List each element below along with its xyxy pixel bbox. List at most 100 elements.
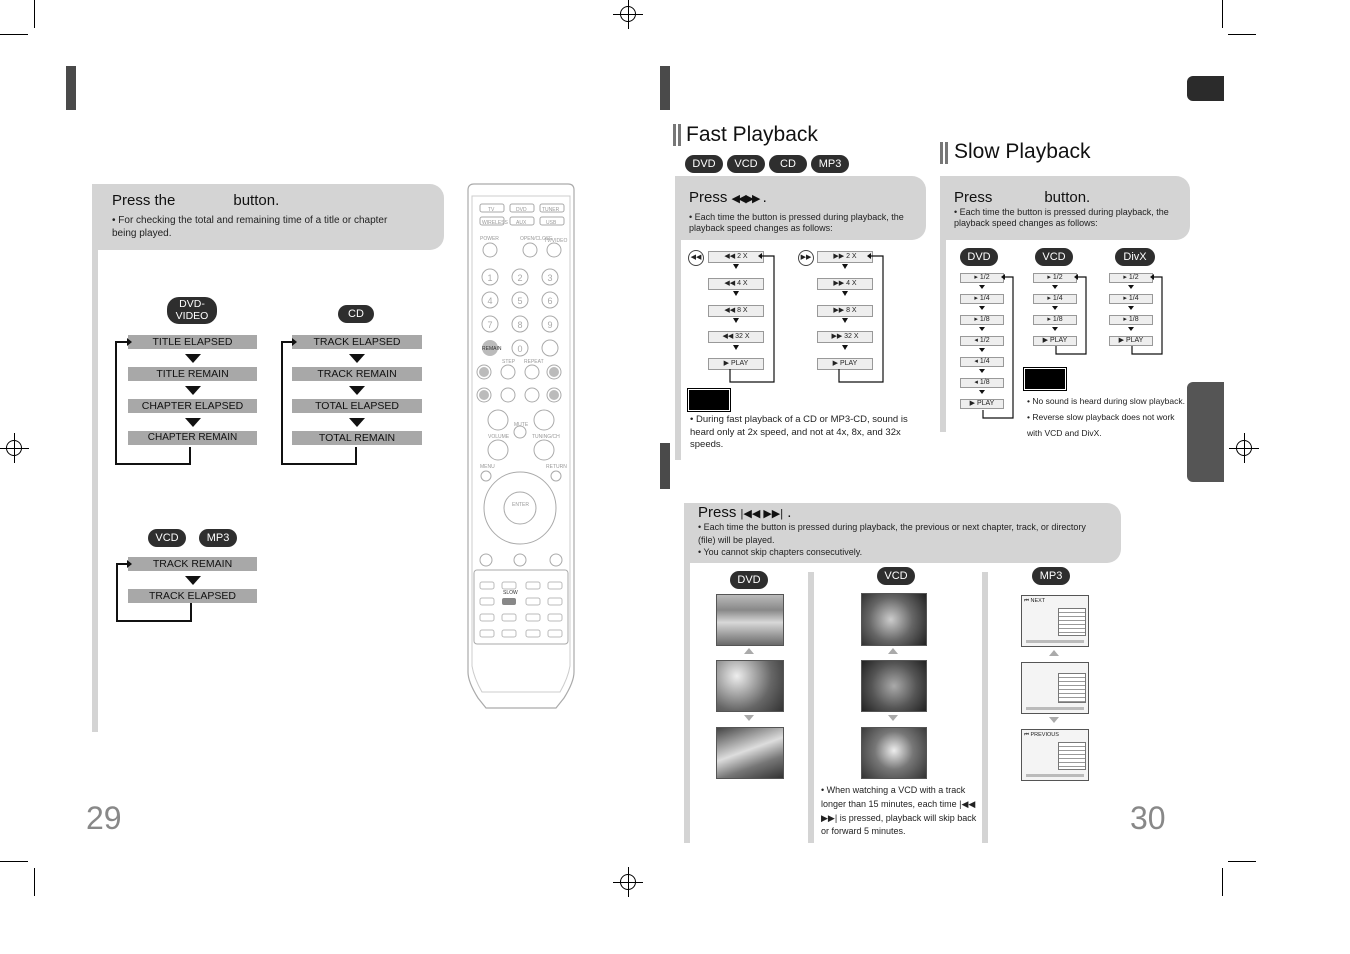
skip-icon: |◀◀ ▶▶| <box>740 508 784 520</box>
down-arrow-icon <box>1049 717 1059 723</box>
remote-label: TV/VIDEO <box>544 238 567 244</box>
remote-label: REMAIN <box>482 346 502 352</box>
speed-step: ◂ 1/4 <box>960 357 1004 367</box>
remote-btn-label: USB <box>546 220 557 226</box>
down-arrow-icon <box>349 354 365 363</box>
slow-playback-title: Slow Playback <box>954 140 1091 163</box>
remote-label: OPEN/CLOSE <box>520 236 553 242</box>
loop-line <box>838 253 884 383</box>
crop-mark <box>1222 0 1223 28</box>
panel-side-bar <box>684 563 690 843</box>
down-arrow-icon <box>744 715 754 721</box>
remote-btn-label: WIRELESS <box>482 220 509 226</box>
down-arrow-icon <box>349 386 365 395</box>
up-arrow-icon <box>888 648 898 654</box>
registration-mark <box>1229 433 1259 463</box>
section-header-bar <box>660 443 670 489</box>
slow-note: • No sound is heard during slow playback… <box>1027 396 1185 438</box>
svg-text:6: 6 <box>547 296 552 306</box>
column-divider <box>982 572 988 843</box>
speed-step: ◂ 1/2 <box>960 336 1004 346</box>
title-marker <box>945 142 948 164</box>
chapter-tab <box>1187 76 1224 101</box>
vcd-badge: VCD <box>727 155 765 173</box>
mp3-badge: MP3 <box>1032 567 1070 585</box>
press-instruction: Press |◀◀ ▶▶| . <box>698 504 792 521</box>
down-arrow-icon <box>185 386 201 395</box>
cd-badge: CD <box>769 155 807 173</box>
skip-icon: |◀◀ ▶▶| <box>821 798 976 823</box>
remote-label: MENU <box>480 464 495 470</box>
vcd-screen-thumbnail <box>861 727 927 779</box>
fast-playback-title: Fast Playback <box>686 123 818 146</box>
mp3-screen-thumbnail: ⏮ NEXT <box>1021 595 1089 647</box>
instruction-panel <box>92 184 444 250</box>
remote-btn-label: AUX <box>516 220 527 226</box>
fast-instruction-panel <box>675 176 926 240</box>
up-arrow-icon <box>1049 650 1059 656</box>
remote-btn-label: DVD <box>516 207 527 213</box>
crop-mark <box>34 0 35 28</box>
remote-btn-label: TUNER <box>542 207 560 213</box>
flow-step: TOTAL ELAPSED <box>292 399 422 413</box>
speed-step: ▶▶ 8 X <box>817 305 873 317</box>
crop-mark <box>1228 34 1256 35</box>
note-marker <box>687 388 731 412</box>
speed-step: ▶ PLAY <box>1033 336 1077 346</box>
speed-step: ▶▶ 2 X <box>817 251 873 263</box>
rewind-icon: ◀◀ <box>688 250 704 266</box>
remote-label: VOLUME <box>488 434 510 440</box>
fast-forward-icon: ▶▶ <box>798 250 814 266</box>
speed-step: ◀◀ 8 X <box>708 305 764 317</box>
vcd-note: • When watching a VCD with a track longe… <box>821 785 977 837</box>
flow-step: CHAPTER ELAPSED <box>128 399 257 413</box>
svg-text:1: 1 <box>487 273 492 283</box>
panel-side-bar <box>675 240 681 460</box>
mp3-screen-thumbnail: ⏮ PREVIOUS <box>1021 729 1089 781</box>
mp3-screen-thumbnail <box>1021 662 1089 714</box>
down-arrow-icon <box>349 418 365 427</box>
svg-text:7: 7 <box>487 320 492 330</box>
remote-label: SLOW <box>503 590 518 596</box>
remote-label: RETURN <box>546 464 567 470</box>
speed-step: ◀◀ 4 X <box>708 278 764 290</box>
speed-step: ▸ 1/8 <box>1033 315 1077 325</box>
remote-label: STEP <box>502 359 516 365</box>
remote-label: TUNING/CH <box>532 434 560 440</box>
speed-step: ◀◀ 2 X <box>708 251 764 263</box>
flow-step: TITLE REMAIN <box>128 367 257 381</box>
speed-step: ▶ PLAY <box>1109 336 1153 346</box>
svg-text:8: 8 <box>517 320 522 330</box>
crop-mark <box>0 861 28 862</box>
crop-mark <box>1222 868 1223 896</box>
vcd-badge: VCD <box>148 529 186 547</box>
speed-step: ▶▶ 4 X <box>817 278 873 290</box>
loop-line <box>281 338 357 465</box>
remote-label: MUTE <box>514 422 529 428</box>
svg-text:3: 3 <box>547 273 552 283</box>
remote-label: REPEAT <box>524 359 544 365</box>
loop-line <box>729 253 775 383</box>
rewind-icon: ◀◀ ▶▶ <box>731 193 761 205</box>
flow-step: TRACK ELAPSED <box>128 589 257 603</box>
loop-line <box>979 274 1014 419</box>
crop-mark <box>1228 861 1256 862</box>
flow-step: CHAPTER REMAIN <box>128 431 257 445</box>
dvd-screen-thumbnail <box>716 727 784 779</box>
registration-mark <box>613 0 643 29</box>
side-tab <box>1187 382 1224 482</box>
skip-instruction-panel <box>684 503 1121 563</box>
fast-note: • During fast playback of a CD or MP3-CD… <box>690 414 908 450</box>
title-marker <box>673 124 676 146</box>
panel-side-bar <box>940 240 946 432</box>
mp3-badge: MP3 <box>199 529 237 547</box>
svg-text:5: 5 <box>517 296 522 306</box>
remote-label: POWER <box>480 236 499 242</box>
down-arrow-icon <box>185 576 201 585</box>
flow-step: TRACK ELAPSED <box>292 335 422 349</box>
vcd-badge: VCD <box>877 567 915 585</box>
note-marker <box>1023 367 1067 391</box>
down-arrow-icon <box>185 418 201 427</box>
